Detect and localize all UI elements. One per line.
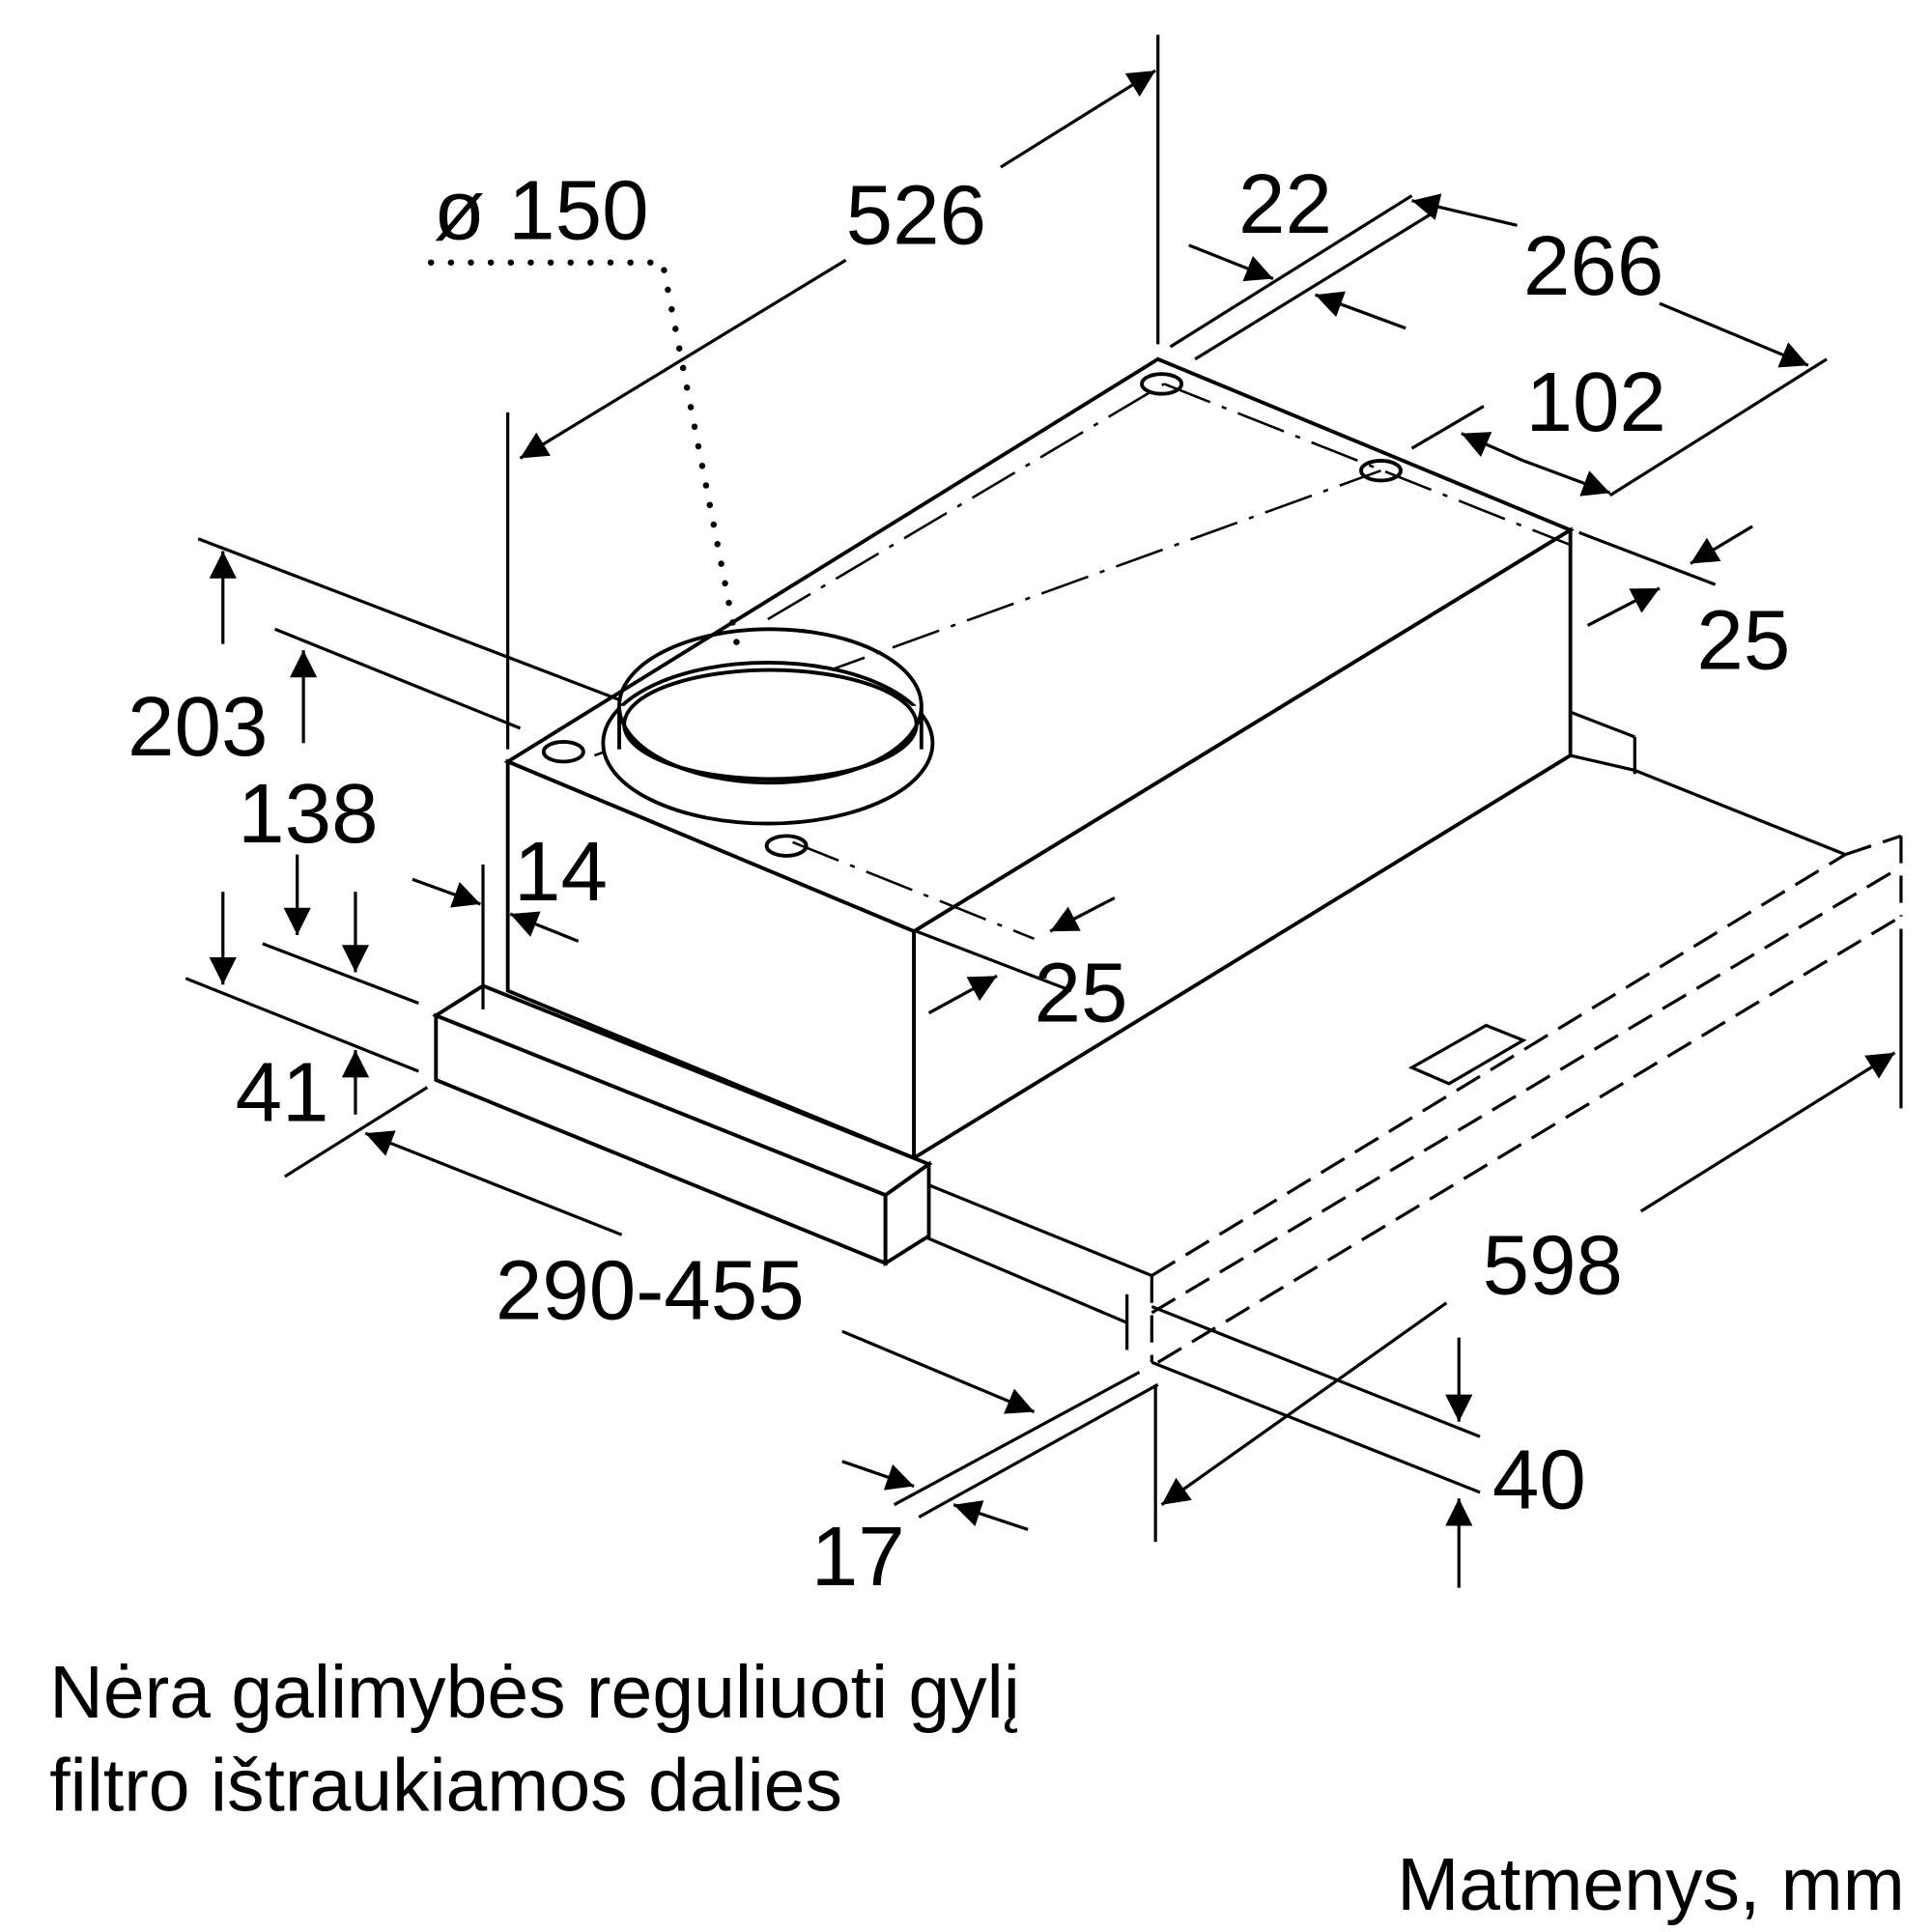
dimension-lines: [185, 34, 1903, 1588]
front-panel: [432, 983, 933, 1267]
note-line-1: Nėra galimybės reguliuoti gylį: [49, 1651, 1020, 1734]
label-extension: 290-455: [496, 1243, 805, 1337]
note-line-2: filtro ištraukiamos dalies: [49, 1744, 842, 1827]
duct-collar: [601, 627, 935, 826]
label-41: 41: [236, 1045, 329, 1139]
label-22: 22: [1238, 157, 1332, 251]
units-label: Matmenys, mm: [1397, 1843, 1905, 1926]
label-598: 598: [1483, 1219, 1623, 1313]
label-duct-diameter: ø 150: [434, 163, 649, 257]
label-14: 14: [514, 825, 608, 919]
label-526: 526: [846, 169, 986, 263]
label-25-right: 25: [1696, 593, 1790, 687]
label-40: 40: [1492, 1434, 1586, 1527]
label-25-front: 25: [1035, 947, 1128, 1040]
label-102: 102: [1525, 355, 1665, 449]
pull-out-filter-outline: [913, 710, 1903, 1364]
label-266: 266: [1523, 219, 1663, 313]
label-17: 17: [811, 1510, 905, 1604]
label-203: 203: [128, 680, 268, 774]
label-138: 138: [238, 767, 378, 861]
